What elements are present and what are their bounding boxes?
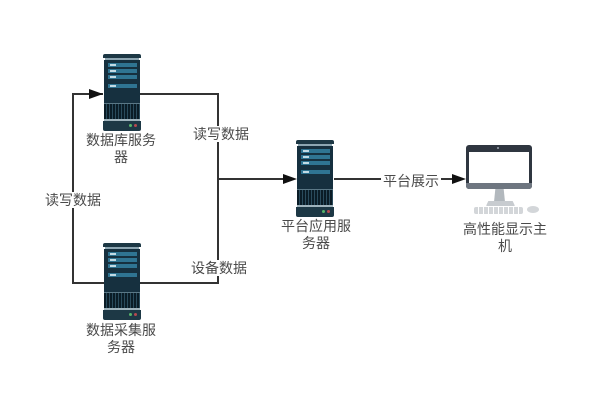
drive-bay-icon: [108, 84, 137, 88]
drive-bay-icon: [108, 63, 137, 67]
edge-into-db-line[interactable]: [72, 93, 103, 95]
edge-label-db-to-app: 读写数据: [191, 126, 251, 142]
drive-bay-icon: [301, 161, 330, 165]
server-drive-bays: [104, 249, 140, 292]
edge-right-vertical-line[interactable]: [217, 93, 219, 284]
collector-server-icon[interactable]: [103, 243, 141, 320]
drive-bay-icon: [301, 155, 330, 159]
server-trim: [105, 58, 139, 60]
arrowhead-into-display-icon: [452, 174, 466, 184]
node-label-collector-server: 数据采集服 务器: [86, 322, 156, 355]
drive-bay-icon: [108, 75, 137, 79]
led-red-icon: [327, 210, 330, 213]
camera-dot-icon: [497, 147, 499, 149]
server-trim: [104, 308, 140, 310]
db-server-icon[interactable]: [103, 54, 141, 131]
drive-bay-icon: [301, 149, 330, 153]
server-vent: [104, 292, 140, 308]
node-label-db-server: 数据库服务 器: [86, 132, 156, 165]
drive-bay-icon: [108, 258, 137, 262]
edge-collector-bottom-line[interactable]: [72, 282, 219, 284]
display-host-icon[interactable]: [466, 145, 544, 215]
server-trim: [297, 205, 333, 207]
drive-bay-icon: [301, 170, 330, 174]
monitor-chin: [466, 183, 532, 189]
server-vent: [297, 189, 333, 205]
edge-label-app-to-display: 平台展示: [381, 173, 441, 189]
drive-bay-icon: [108, 252, 137, 256]
led-green-icon: [322, 210, 325, 213]
server-drive-bays: [297, 146, 333, 189]
arrowhead-into-app-icon: [283, 174, 297, 184]
monitor-stand: [494, 189, 505, 202]
edge-label-collector-to-db: 读写数据: [43, 192, 103, 208]
drive-bay-icon: [108, 264, 137, 268]
edge-db-out-line[interactable]: [140, 93, 219, 95]
server-trim: [298, 144, 332, 146]
monitor-frame-icon: [466, 145, 532, 189]
server-trim: [104, 119, 140, 121]
led-red-icon: [134, 124, 137, 127]
edge-into-app-line[interactable]: [217, 178, 285, 180]
node-label-app-server: 平台应用服 务器: [281, 218, 351, 251]
monitor-screen: [469, 152, 529, 183]
node-label-display-host: 高性能显示主机: [463, 221, 547, 254]
app-server-icon[interactable]: [296, 140, 334, 217]
mouse-icon: [527, 206, 539, 213]
drive-bay-icon: [108, 273, 137, 277]
server-cap: [103, 243, 141, 247]
server-base: [296, 207, 334, 217]
edge-label-collector-to-app: 设备数据: [189, 260, 249, 276]
monitor-base: [486, 201, 515, 206]
arrowhead-into-db-icon: [89, 89, 103, 99]
led-green-icon: [129, 124, 132, 127]
led-green-icon: [129, 313, 132, 316]
server-vent: [104, 103, 140, 119]
server-cap: [103, 54, 141, 58]
drive-bay-icon: [108, 69, 137, 73]
server-trim: [105, 247, 139, 249]
server-drive-bays: [104, 60, 140, 103]
server-base: [103, 310, 141, 320]
edge-left-vertical-line[interactable]: [72, 93, 74, 284]
server-cap: [296, 140, 334, 144]
keyboard-icon: [474, 207, 523, 214]
server-base: [103, 121, 141, 131]
led-red-icon: [134, 313, 137, 316]
